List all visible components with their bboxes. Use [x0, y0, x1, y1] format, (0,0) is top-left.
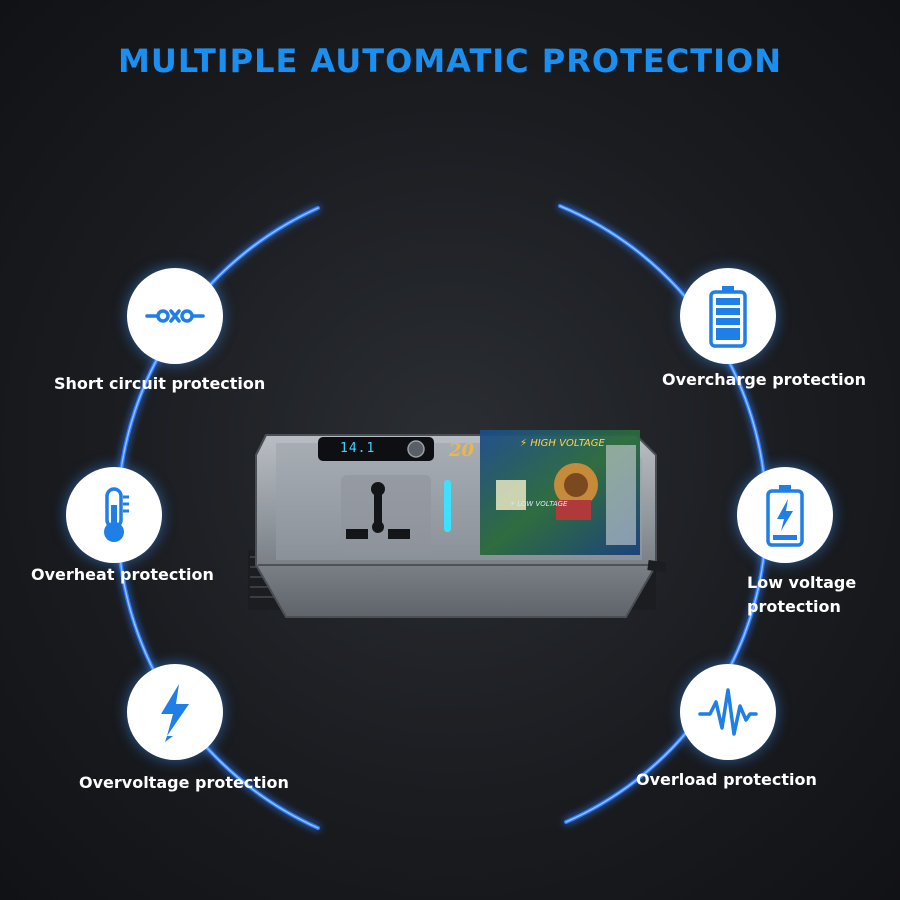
full-battery-icon [709, 286, 747, 348]
voltage-display-value: 14.1 [340, 441, 376, 456]
thermometer-icon [104, 487, 129, 542]
overheat-badge [66, 467, 162, 563]
overheat-label: Overheat protection [31, 565, 214, 584]
model-number-text: 20 [449, 440, 475, 461]
overvoltage-label: Overvoltage protection [79, 773, 289, 792]
overcharge-label: Overcharge protection [662, 370, 867, 389]
low-voltage-label: Low voltage protection [747, 573, 857, 616]
short-circuit-icon [145, 309, 205, 323]
page-title: MULTIPLE AUTOMATIC PROTECTION [118, 42, 782, 80]
inverter-device-image [248, 430, 666, 618]
lightning-bolt-icon [161, 684, 189, 742]
short-circuit-badge [127, 268, 223, 364]
overcharge-badge [680, 268, 776, 364]
overload-badge [680, 664, 776, 760]
waveform-icon [698, 688, 758, 736]
overvoltage-badge [127, 664, 223, 760]
short-circuit-label: Short circuit protection [54, 374, 266, 393]
high-voltage-label: ⚡ HIGH VOLTAGE [520, 438, 605, 449]
overload-label: Overload protection [636, 770, 817, 789]
charging-battery-icon [766, 485, 804, 547]
low-voltage-label: ⚡ LOW VOLTAGE [510, 500, 568, 508]
power-button-icon[interactable] [406, 439, 426, 459]
low-voltage-badge [737, 467, 833, 563]
